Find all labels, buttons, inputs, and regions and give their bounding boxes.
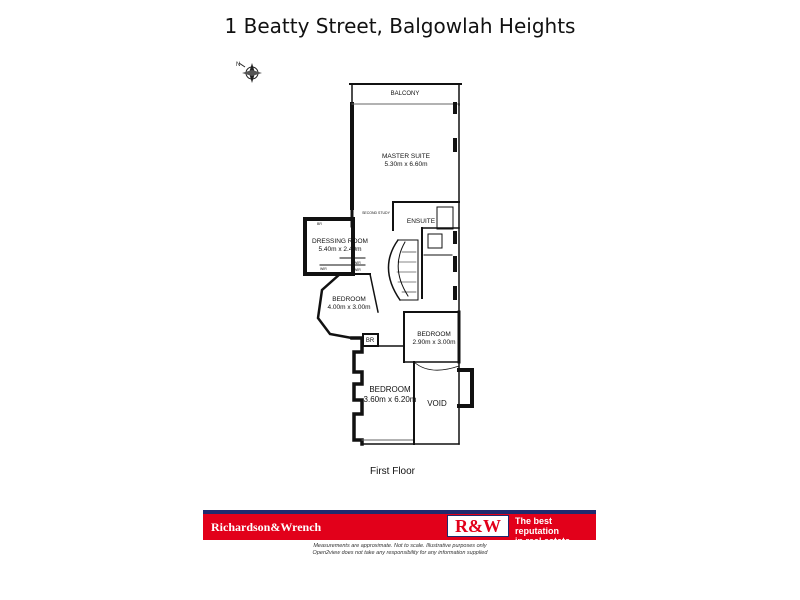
second-study-label: SECOND STUDY — [362, 211, 390, 215]
agency-tagline: The best reputation in real estate — [515, 516, 595, 546]
void-label: VOID — [427, 399, 447, 408]
bedroom-west-dimensions: 4.00m x 3.00m — [328, 304, 371, 311]
tagline-line-1: The best reputation — [515, 516, 559, 536]
agency-banner: Richardson&Wrench R&W The best reputatio… — [203, 510, 596, 546]
disclaimer: Measurements are approximate. Not to sca… — [0, 543, 800, 557]
bedroom-east-label: BEDROOM — [417, 331, 451, 338]
tagline-line-2: in real estate — [515, 536, 571, 546]
agency-wordmark: Richardson&Wrench — [211, 520, 322, 534]
rw-logo: R&W — [447, 515, 509, 537]
master-suite-dimensions: 5.30m x 6.60m — [385, 161, 428, 168]
dressing-room-label: DRESSING ROOM — [312, 238, 368, 245]
master-suite-label: MASTER SUITE — [382, 153, 431, 160]
disclaimer-line-2: Open2view does not take any responsibili… — [312, 550, 488, 556]
wir-label-c: WIR — [354, 268, 361, 272]
floor-label: First Floor — [370, 466, 415, 477]
ensuite-label: ENSUITE — [407, 218, 436, 225]
dressing-room-walls — [303, 217, 355, 276]
wir-label-a: WIR — [320, 267, 327, 271]
north-arrow-icon: N — [236, 62, 262, 83]
bedroom-east-dimensions: 2.90m x 3.00m — [413, 339, 456, 346]
balcony-label: BALCONY — [391, 91, 420, 97]
dressing-room-dimensions: 5.40m x 2.40m — [319, 246, 362, 253]
br-label: BR — [366, 338, 375, 344]
dressing-br-label: BR — [317, 222, 322, 226]
plan-title: 1 Beatty Street, Balgowlah Heights — [224, 14, 576, 38]
bedroom-south-label: BEDROOM — [369, 385, 411, 394]
bedroom-south-dimensions: 3.60m x 6.20m — [364, 395, 417, 404]
svg-text:N: N — [236, 62, 240, 68]
wir-label-b: WIR — [354, 261, 361, 265]
disclaimer-line-1: Measurements are approximate. Not to sca… — [313, 543, 487, 549]
bedroom-west-label: BEDROOM — [332, 296, 366, 303]
